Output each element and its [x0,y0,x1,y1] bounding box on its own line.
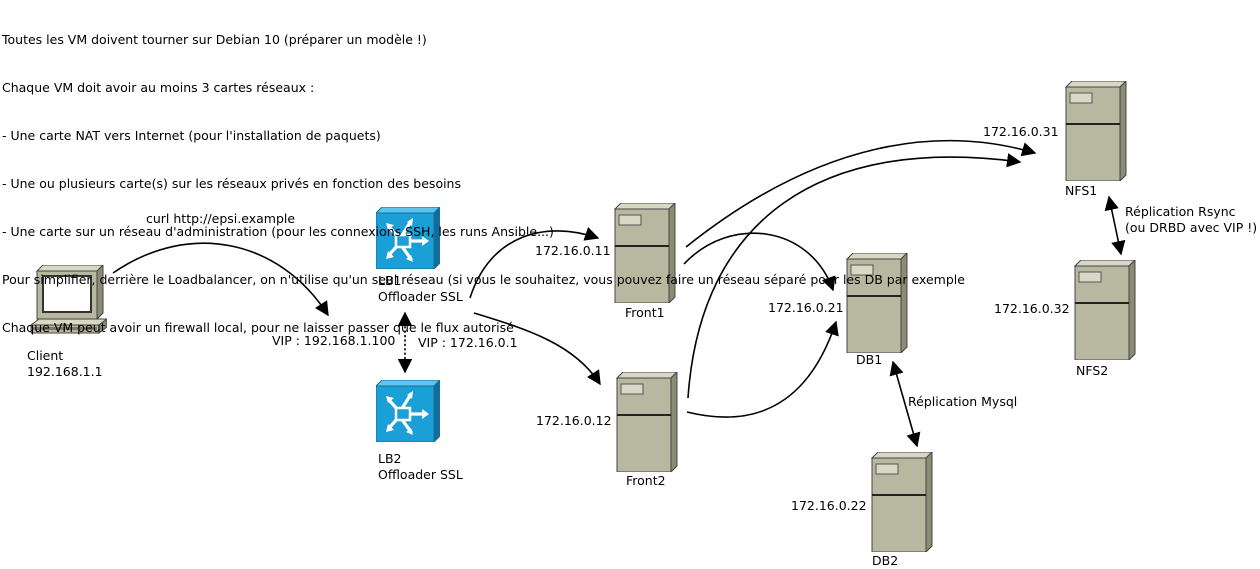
nfs2-server-icon [1074,260,1136,360]
client-to-lb1-arrow [112,242,329,317]
db1-ip-label: 172.16.0.21 [768,300,844,315]
nfs1-server-icon [1065,81,1127,181]
mysql-replication-label: Réplication Mysql [908,394,1018,409]
note-line: Pour simplifier, derrière le Loadbalance… [2,272,965,287]
lb1-role-label: Offloader SSL [378,289,463,304]
rsync-replication-label: Réplication Rsync [1125,204,1236,219]
rsync-replication-alt-label: (ou DRBD avec VIP !) [1125,220,1258,235]
front2-server-icon [616,372,678,472]
lb2-role-label: Offloader SSL [378,467,463,482]
nfs1-ip-label: 172.16.0.31 [983,124,1059,139]
mysql-replication-arrow [889,360,921,448]
note-line: Chaque VM doit avoir au moins 3 cartes r… [2,80,315,95]
nfs1-name-label: NFS1 [1065,183,1098,198]
requirements-notes: Toutes les VM doivent tourner sur Debian… [2,0,965,352]
lb2-name-label: LB2 [378,451,402,466]
nfs2-ip-label: 172.16.0.32 [994,301,1070,316]
front2-to-db1-arrow [686,320,839,418]
front2-name-label: Front2 [626,473,666,488]
front1-to-db1-arrow [683,232,836,292]
rsync-replication-arrow [1104,195,1126,256]
nfs2-name-label: NFS2 [1076,363,1109,378]
note-line: Toutes les VM doivent tourner sur Debian… [2,32,427,47]
client-request-label: curl http://epsi.example [146,211,296,226]
lb1-name-label: LB1 [378,273,402,288]
front2-to-nfs1-arrow [687,153,1022,399]
vip-public-label: VIP : 192.168.1.100 [272,333,396,348]
front1-ip-label: 172.16.0.11 [535,243,611,258]
client-name-label: Client [27,348,64,363]
db2-ip-label: 172.16.0.22 [791,498,867,513]
front2-ip-label: 172.16.0.12 [536,413,612,428]
note-line: - Une carte NAT vers Internet (pour l'in… [2,128,381,143]
note-line: Chaque VM peut avoir un firewall local, … [2,320,514,335]
front1-to-nfs1-arrow [685,139,1037,248]
lb2-router-icon [376,380,440,442]
vip-private-label: VIP : 172.16.0.1 [418,335,518,350]
lb1-to-front2-arrow [473,312,601,386]
front1-name-label: Front1 [625,305,665,320]
lb1-to-front1-arrow [469,227,600,299]
db2-server-icon [871,452,933,552]
note-line: - Une carte sur un réseau d'administrati… [2,224,554,239]
note-line: - Une ou plusieurs carte(s) sur les rése… [2,176,461,191]
db2-name-label: DB2 [872,553,899,568]
db1-name-label: DB1 [856,352,883,367]
client-ip-label: 192.168.1.1 [27,364,103,379]
